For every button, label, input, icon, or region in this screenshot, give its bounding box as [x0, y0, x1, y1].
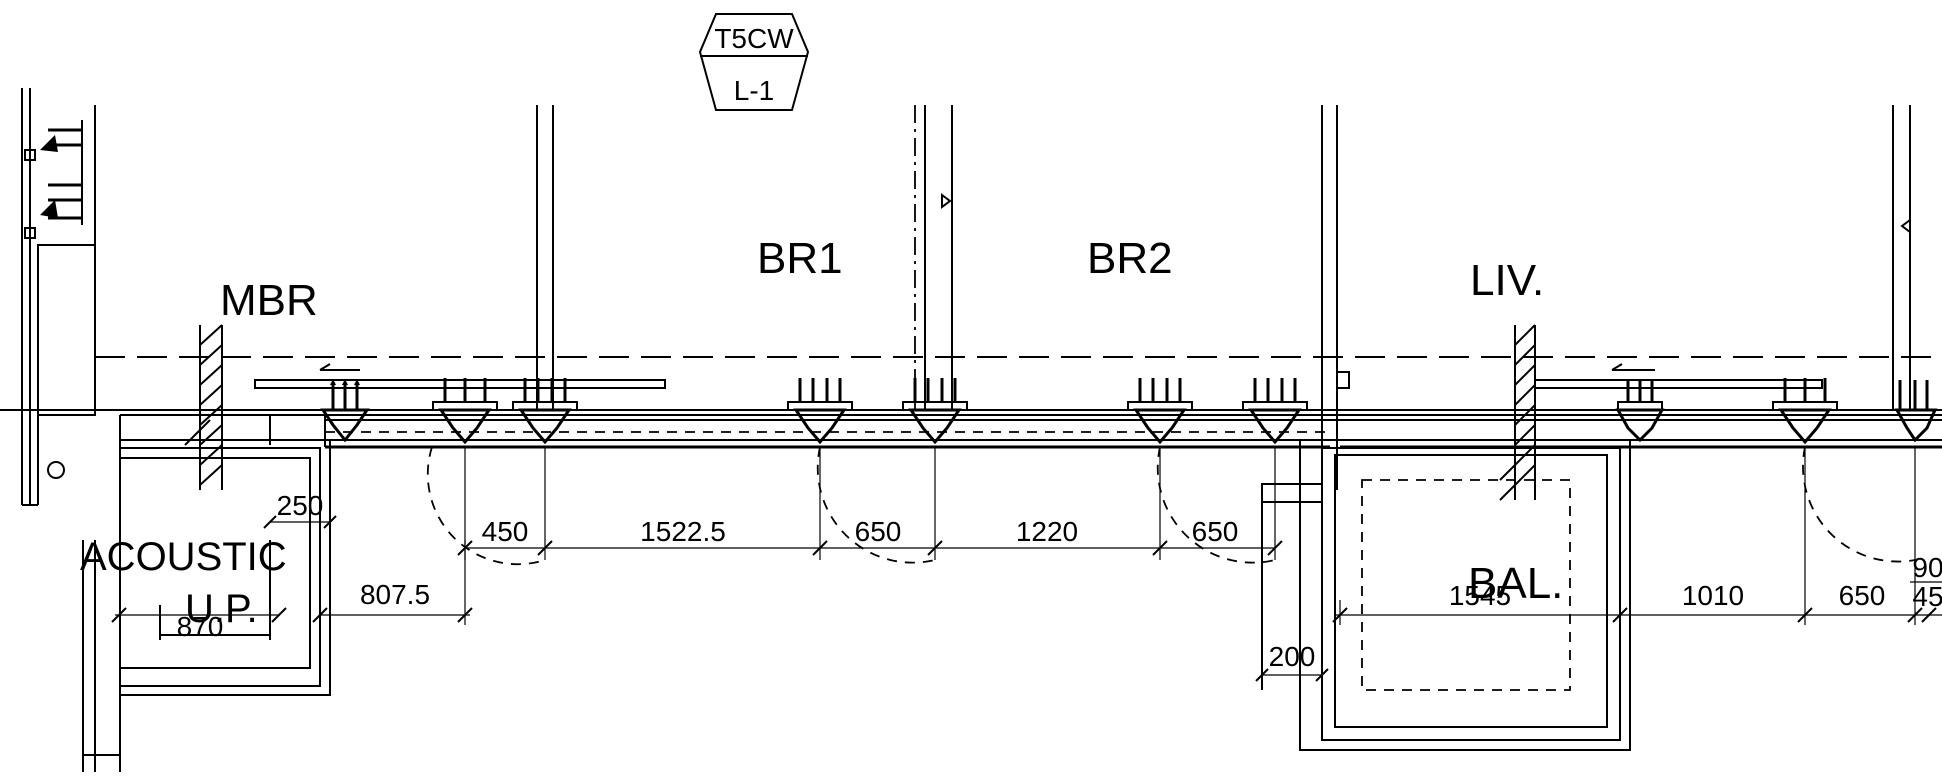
dim-250: 250: [277, 490, 324, 521]
balcony-outline: [1261, 439, 1631, 751]
label-up: U.P.: [185, 587, 258, 631]
left-column-detail: [21, 88, 121, 772]
section-tag-bottom: L-1: [734, 75, 774, 106]
hatch-mbr: [184, 324, 223, 490]
dim-1545: 1545: [1449, 580, 1511, 611]
mullion-brackets: [254, 363, 1938, 445]
dim-1522-5: 1522.5: [640, 516, 726, 547]
room-label-br2: BR2: [1087, 234, 1173, 283]
label-acoustic: ACOUSTIC: [80, 535, 287, 579]
dim-650-c: 650: [1839, 580, 1886, 611]
dimension-lines: [111, 448, 1942, 682]
room-label-bal: BAL.: [1468, 559, 1563, 608]
dim-1220: 1220: [1016, 516, 1078, 547]
partition-walls: [536, 105, 1911, 490]
section-tag: T5CW L-1: [698, 13, 810, 111]
dim-1010: 1010: [1682, 580, 1744, 611]
acoustic-area: [119, 439, 331, 696]
dim-650-a: 650: [855, 516, 902, 547]
room-label-br1: BR1: [757, 234, 843, 283]
dim-650-b: 650: [1192, 516, 1239, 547]
dim-870: 870: [177, 611, 224, 642]
dim-807-5: 807.5: [360, 579, 430, 610]
dim-450: 450: [482, 516, 529, 547]
dim-200: 200: [1269, 641, 1316, 672]
dim-45: 45: [1912, 581, 1942, 612]
room-label-liv: LIV.: [1470, 256, 1544, 305]
door-swings: [426, 446, 1916, 566]
hatch-liv: [1499, 324, 1536, 501]
dim-90: 90: [1912, 552, 1942, 583]
section-tag-top: T5CW: [714, 23, 794, 54]
room-label-mbr: MBR: [220, 276, 318, 325]
